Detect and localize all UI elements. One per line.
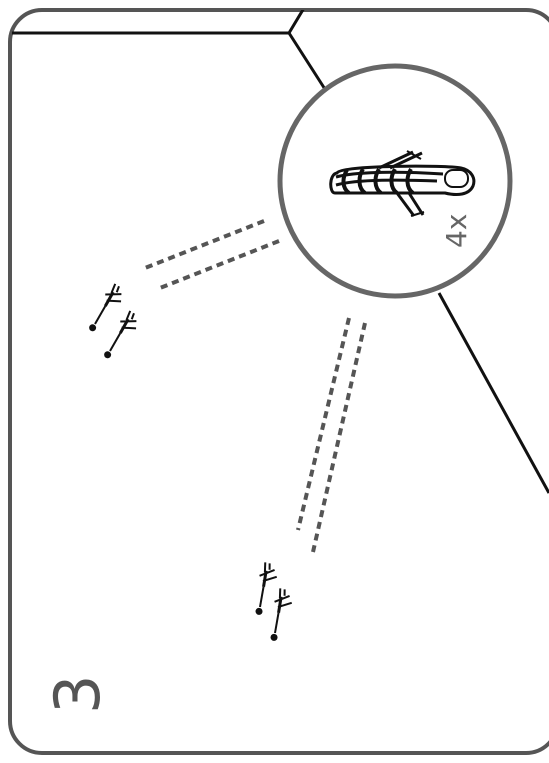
part-callout: 4x bbox=[277, 63, 513, 299]
wall-lines bbox=[12, 10, 549, 494]
quantity-label: 4x bbox=[440, 214, 473, 248]
guide-lines bbox=[144, 219, 367, 553]
wall-corner-line bbox=[287, 32, 332, 98]
floor-corner-line bbox=[437, 292, 549, 494]
step-number: 3 bbox=[41, 675, 114, 714]
wall-anchor-icon bbox=[329, 150, 476, 217]
